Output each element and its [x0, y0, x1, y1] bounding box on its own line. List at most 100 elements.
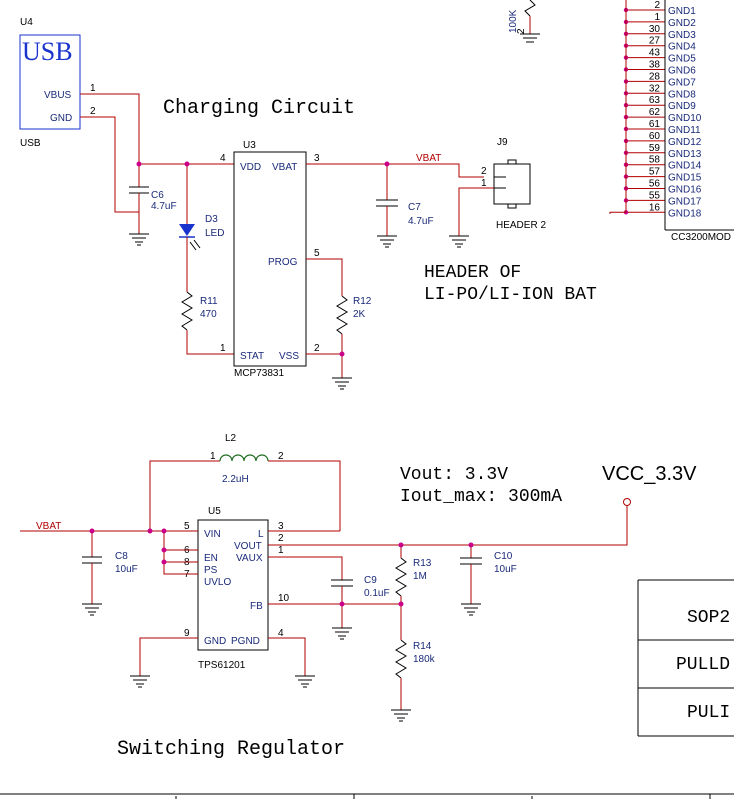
u5-ps: PS: [204, 565, 218, 576]
u5-pin10: 10: [278, 593, 290, 604]
usb-pin2: 2: [90, 106, 96, 117]
ground-symbol: [391, 709, 411, 722]
cc3200-pin-number: 63: [649, 95, 661, 106]
ground-symbol: [377, 235, 397, 248]
cc3200-pin-number: 57: [649, 167, 661, 178]
r11-ref: R11: [200, 296, 218, 307]
cc3200-pin-number: 58: [649, 155, 661, 166]
l2-pin1: 1: [210, 451, 216, 462]
cc3200-pin-name: GND14: [668, 161, 702, 172]
r14-value: 180k: [413, 654, 436, 665]
cc3200-pin-name: GND2: [668, 18, 696, 29]
charging-circuit-title: Charging Circuit: [163, 97, 355, 120]
u5-pin9: 9: [184, 628, 190, 639]
vcc-port: [623, 498, 631, 506]
cc3200-pin-name: GND4: [668, 42, 696, 53]
usb-name: USB: [20, 138, 41, 149]
u3-part: MCP73831: [234, 368, 284, 379]
u3-vss: VSS: [279, 351, 299, 362]
net-vbat-label: VBAT: [416, 153, 441, 164]
switching-regulator-title: Switching Regulator: [117, 738, 345, 761]
cc3200-pin-number: 59: [649, 143, 661, 154]
cc3200-pin-number: 38: [649, 60, 661, 71]
cc3200-pin-number: 62: [649, 107, 661, 118]
inductor-l2: L2 1 2 2.2uH: [149, 433, 341, 531]
j9-pin1: 1: [481, 178, 487, 189]
cc3200-pin-name: GND8: [668, 89, 696, 100]
u3-pin2: 2: [314, 343, 320, 354]
l2-value: 2.2uH: [222, 474, 249, 485]
ground-symbol: [449, 235, 469, 248]
cc3200-gnd-tail: [609, 211, 626, 214]
cc3200-pin-name: GND11: [668, 125, 701, 136]
wire-j9-gnd: [458, 187, 494, 236]
u3-pin3: 3: [314, 153, 320, 164]
usb-gnd-pin: GND: [50, 113, 72, 124]
c10-value: 10uF: [494, 564, 517, 575]
cc3200-gnd-pins: 2GND11GND230GND327GND443GND538GND628GND7…: [609, 0, 702, 219]
u5-part: TPS61201: [198, 660, 246, 671]
resistor-r12: R12 2K: [306, 258, 372, 354]
cc3200-pin-name: GND9: [668, 101, 696, 112]
usb-label: USB: [22, 37, 73, 66]
ground-symbol: [295, 675, 315, 688]
wire-u5-gnd: [139, 637, 198, 676]
u3-pin4: 4: [220, 153, 226, 164]
usb-connector-u4: U4 USB VBUS GND USB 1 2: [19, 17, 96, 149]
capacitor-c6: C6 4.7uF: [129, 164, 177, 234]
wire-vaux: [268, 556, 343, 580]
u5-gnd: GND: [204, 636, 226, 647]
cc3200-pin-number: 56: [649, 179, 661, 190]
u5-pin5: 5: [184, 521, 190, 532]
cc3200-pin-name: GND7: [668, 77, 696, 88]
cc3200-pin-name: GND1: [668, 6, 696, 17]
cc3200-pin-name: GND17: [668, 196, 702, 207]
led-d3: D3 LED: [179, 164, 224, 292]
ground-symbol: [82, 603, 102, 616]
u5-pin2: 2: [278, 533, 284, 544]
cc3200-pin-name: GND16: [668, 185, 702, 196]
pin-table: SOP2 PULLD PULI: [637, 579, 734, 737]
cc3200-pin-number: 1: [654, 12, 660, 23]
r13-value: 1M: [413, 571, 427, 582]
resistor-r11: R11 470: [181, 291, 234, 355]
usb-pin1: 1: [90, 83, 96, 94]
vcc-net-label: VCC_3.3V: [602, 463, 697, 485]
ic-u5: U5 VIN EN PS UVLO GND L VOUT VAUX FB PGN…: [184, 506, 290, 671]
u3-prog: PROG: [268, 257, 298, 268]
table-row-3: PULI: [687, 703, 730, 723]
r13-ref: R13: [413, 558, 432, 569]
u5-en: EN: [204, 553, 218, 564]
header-title-line1: HEADER OF: [424, 263, 521, 283]
c9-ref: C9: [364, 575, 377, 586]
vout-spec: Vout: 3.3V: [400, 465, 508, 485]
c8-value: 10uF: [115, 564, 138, 575]
u3-vdd: VDD: [240, 162, 261, 173]
j9-pin2: 2: [481, 166, 487, 177]
u5-pin1: 1: [278, 545, 284, 556]
resistor-r14: R14 180k: [395, 639, 436, 710]
r12-value: 2K: [353, 309, 366, 320]
u5-pgnd: PGND: [231, 636, 260, 647]
u4-ref: U4: [20, 17, 33, 28]
ic-u3: U3 VDD VBAT PROG STAT VSS MCP73831 4 3 5…: [220, 140, 320, 379]
u5-pin4: 4: [278, 628, 284, 639]
cc3200-pin-name: GND3: [668, 30, 696, 41]
resistor-r13: R13 1M: [395, 545, 432, 640]
j9-ref: J9: [497, 137, 508, 148]
header-j9: J9 2 1 HEADER 2: [481, 137, 546, 231]
wire-vbus: [80, 93, 140, 164]
u5-uvlo: UVLO: [204, 577, 231, 588]
resistor-100k: 100K 2: [508, 0, 540, 43]
r100k-value: 100K: [508, 9, 519, 33]
cc3200-pin-name: GND13: [668, 149, 702, 160]
c6-value: 4.7uF: [151, 201, 177, 212]
cc3200-pin-number: 16: [649, 202, 661, 213]
cc3200-pin-number: 61: [649, 119, 661, 130]
cc3200-pin-number: 27: [649, 36, 661, 47]
r14-ref: R14: [413, 641, 432, 652]
cc3200-pin-name: GND18: [668, 208, 702, 219]
c7-ref: C7: [408, 202, 421, 213]
